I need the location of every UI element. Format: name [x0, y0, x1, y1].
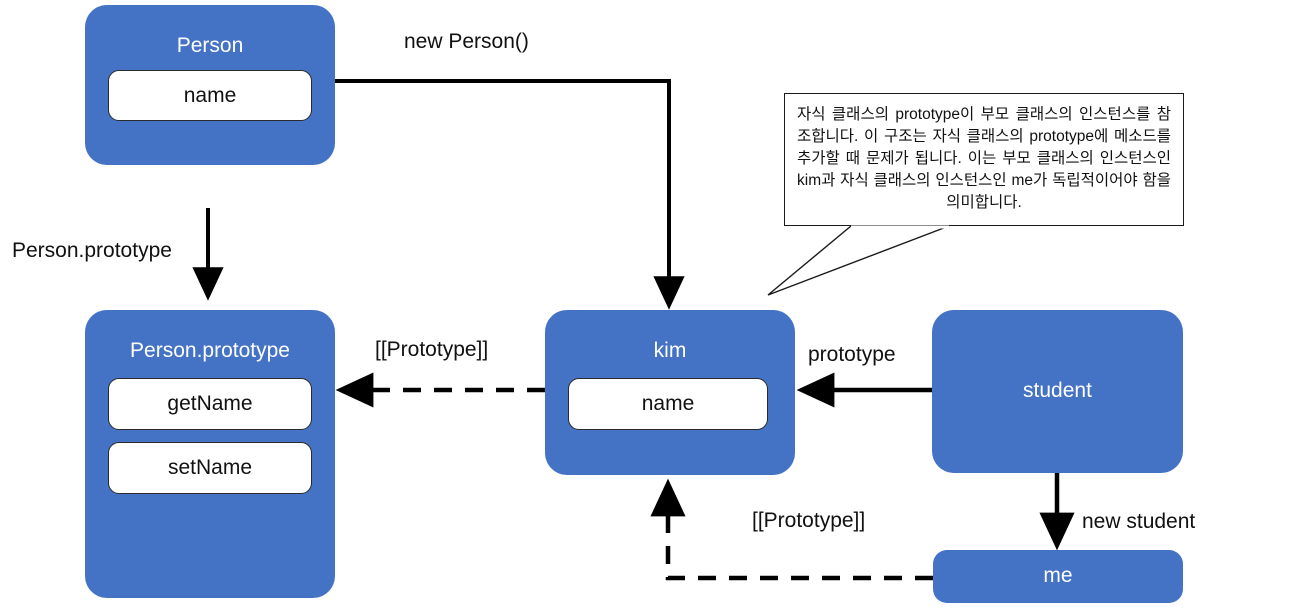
callout-tail	[767, 225, 950, 296]
node-me[interactable]: me	[933, 550, 1183, 603]
edge-label-kim-prototype: [[Prototype]]	[375, 338, 489, 361]
edge-label-person-prototype: Person.prototype	[12, 239, 172, 262]
node-person-title: Person	[176, 34, 244, 57]
node-student[interactable]: student	[932, 310, 1183, 473]
edge-label-new-person: new Person()	[404, 30, 529, 53]
node-person-prototype-title: Person.prototype	[130, 339, 290, 362]
node-person-prototype-slot-getname[interactable]: getName	[108, 378, 312, 430]
node-student-title: student	[1023, 379, 1092, 402]
edge-new-person	[335, 79, 685, 310]
node-me-title: me	[1043, 564, 1073, 587]
node-kim-title: kim	[653, 339, 687, 362]
edge-label-student-prototype: prototype	[808, 343, 896, 366]
node-kim-slot-name[interactable]: name	[568, 378, 768, 430]
node-person-prototype-slot-setname[interactable]: setName	[108, 442, 312, 494]
edge-label-new-student: new student	[1082, 510, 1196, 533]
node-person-slot-name[interactable]: name	[108, 70, 312, 121]
edge-label-me-prototype: [[Prototype]]	[752, 509, 866, 532]
callout-note: 자식 클래스의 prototype이 부모 클래스의 인스턴스를 참조합니다. …	[784, 93, 1184, 226]
